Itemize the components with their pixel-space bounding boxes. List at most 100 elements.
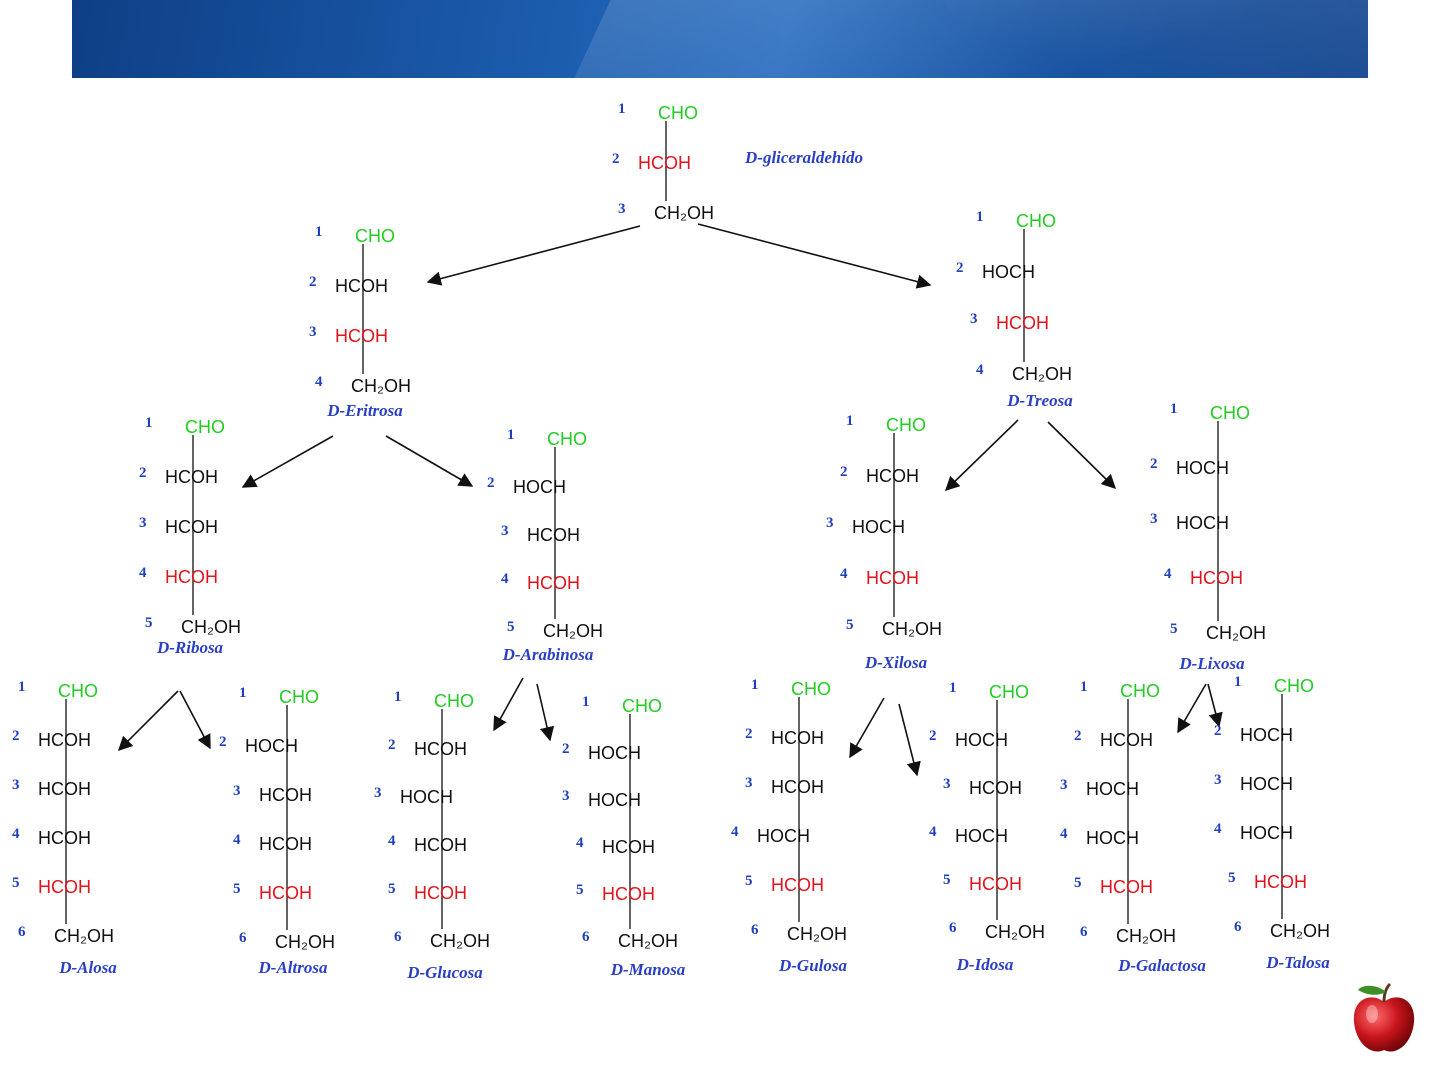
group-chiral-carbon: HOCH (852, 517, 905, 537)
carbon-number: 1 (846, 413, 854, 429)
carbon-number: 6 (582, 929, 590, 945)
carbon-number: 5 (1228, 870, 1236, 886)
group-aldehyde: CHO (1210, 403, 1250, 423)
arrow-arabinosa-to-glucosa (493, 677, 524, 732)
carbon-number: 2 (956, 260, 964, 276)
carbon-number: 4 (315, 374, 323, 390)
carbon-number: 2 (745, 726, 753, 742)
group-chiral-carbon: HOCH (400, 787, 453, 807)
group-chiral-carbon: HCOH (969, 874, 1022, 894)
carbon-number: 5 (507, 619, 515, 635)
apple-icon (1353, 982, 1415, 1052)
carbon-number: 3 (745, 775, 753, 791)
carbon-number: 2 (840, 464, 848, 480)
carbon-number: 6 (239, 930, 247, 946)
carbon-number: 6 (1234, 919, 1242, 935)
sugar-name: D-Lixosa (1178, 654, 1245, 673)
group-chiral-carbon: HCOH (771, 875, 824, 895)
group-aldehyde: CHO (658, 103, 698, 123)
group-chiral-carbon: HCOH (969, 778, 1022, 798)
carbon-number: 3 (826, 515, 834, 531)
arrow-arabinosa-to-manosa (536, 683, 555, 742)
arrow-lixosa-to-galactosa (1177, 683, 1207, 734)
arrow-eritrosa-to-ribosa (241, 435, 334, 488)
group-aldehyde: CHO (355, 226, 395, 246)
carbon-number: 2 (1150, 456, 1158, 472)
group-chiral-carbon: HOCH (1240, 774, 1293, 794)
group-chiral-carbon: HCOH (1190, 568, 1243, 588)
carbon-number: 1 (315, 224, 323, 240)
group-chiral-carbon: HCOH (38, 828, 91, 848)
group-chiral-carbon: HCOH (996, 313, 1049, 333)
group-chiral-carbon: HCOH (602, 884, 655, 904)
arrow-ribosa-to-altrosa (179, 690, 211, 750)
carbon-number: 5 (388, 881, 396, 897)
group-hydroxymethyl: CH₂OH (1116, 926, 1176, 946)
carbon-number: 5 (1074, 875, 1082, 891)
sugar-name: D-Manosa (610, 960, 686, 979)
sugar-name: D-Talosa (1265, 953, 1330, 972)
group-hydroxymethyl: CH₂OH (275, 932, 335, 952)
group-chiral-carbon: HOCH (955, 730, 1008, 750)
sugar-name: D-Arabinosa (502, 645, 594, 664)
carbon-number: 1 (1170, 401, 1178, 417)
group-chiral-carbon: HCOH (414, 835, 467, 855)
group-chiral-carbon: HCOH (1254, 872, 1307, 892)
group-chiral-carbon: HCOH (165, 567, 218, 587)
carbon-number: 3 (1150, 511, 1158, 527)
group-chiral-carbon: HOCH (513, 477, 566, 497)
group-chiral-carbon: HCOH (38, 730, 91, 750)
carbon-number: 5 (12, 875, 20, 891)
group-hydroxymethyl: CH₂OH (54, 926, 114, 946)
carbon-number: 5 (846, 617, 854, 633)
group-chiral-carbon: HOCH (1240, 725, 1293, 745)
carbon-number: 1 (976, 209, 984, 225)
sugar-name: D-Xilosa (864, 653, 928, 672)
sugar-name: D-Altrosa (258, 958, 328, 977)
group-chiral-carbon: HOCH (982, 262, 1035, 282)
group-chiral-carbon: HCOH (335, 276, 388, 296)
carbon-number: 3 (374, 785, 382, 801)
carbon-number: 4 (576, 835, 584, 851)
group-chiral-carbon: HCOH (527, 525, 580, 545)
group-chiral-carbon: HCOH (771, 777, 824, 797)
group-chiral-carbon: HCOH (771, 728, 824, 748)
group-chiral-carbon: HOCH (588, 743, 641, 763)
carbon-number: 4 (731, 824, 739, 840)
carbon-number: 2 (309, 274, 317, 290)
group-aldehyde: CHO (622, 696, 662, 716)
group-hydroxymethyl: CH₂OH (351, 376, 411, 396)
group-aldehyde: CHO (58, 681, 98, 701)
group-hydroxymethyl: CH₂OH (543, 621, 603, 641)
group-chiral-carbon: HCOH (335, 326, 388, 346)
carbon-number: 2 (562, 741, 570, 757)
sugar-name: D-Treosa (1006, 391, 1073, 410)
group-aldehyde: CHO (791, 679, 831, 699)
group-chiral-carbon: HCOH (259, 834, 312, 854)
group-hydroxymethyl: CH₂OH (1012, 364, 1072, 384)
sugar-name: D-Glucosa (406, 963, 483, 982)
group-chiral-carbon: HCOH (866, 466, 919, 486)
carbon-number: 4 (12, 826, 20, 842)
carbon-number: 1 (949, 680, 957, 696)
carbon-number: 6 (949, 920, 957, 936)
group-aldehyde: CHO (1274, 676, 1314, 696)
group-chiral-carbon: HOCH (757, 826, 810, 846)
arrow-treosa-to-xilosa (944, 419, 1019, 492)
arrow-gliceraldehido-to-treosa (697, 223, 932, 289)
carbon-number: 2 (219, 734, 227, 750)
carbon-number: 4 (1060, 826, 1068, 842)
carbon-number: 5 (233, 881, 241, 897)
carbon-number: 3 (943, 776, 951, 792)
carbon-number: 1 (145, 415, 153, 431)
carbon-number: 6 (1080, 924, 1088, 940)
carbon-number: 4 (929, 824, 937, 840)
group-hydroxymethyl: CH₂OH (181, 617, 241, 637)
